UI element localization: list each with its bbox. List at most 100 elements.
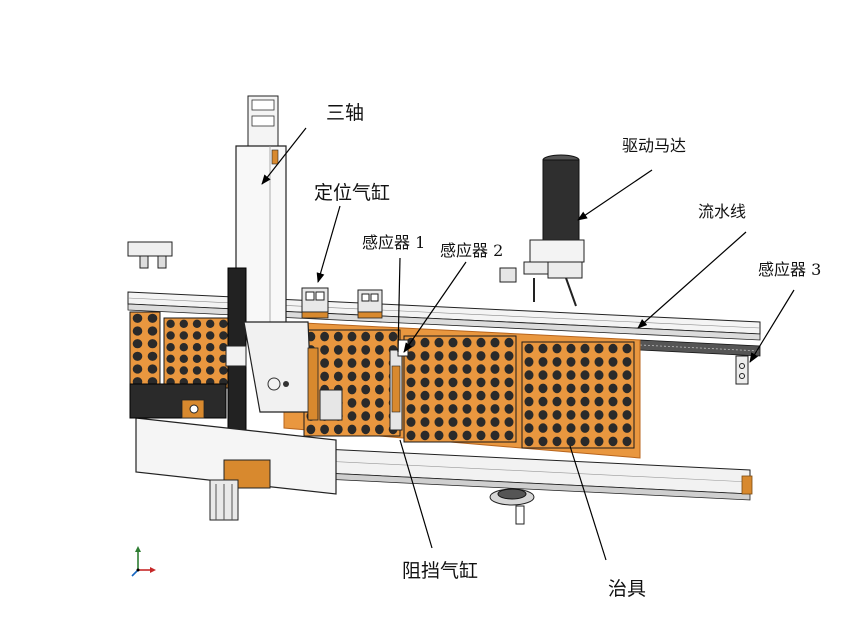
label-three-axis: 三轴 bbox=[326, 102, 365, 124]
socket bbox=[333, 331, 343, 342]
socket bbox=[192, 343, 202, 352]
socket bbox=[490, 364, 500, 374]
socket bbox=[462, 430, 472, 441]
leader-sensor-1 bbox=[397, 257, 401, 353]
lower-disc bbox=[489, 488, 535, 525]
socket bbox=[375, 424, 384, 435]
socket bbox=[347, 358, 357, 368]
socket bbox=[434, 351, 444, 361]
socket bbox=[462, 390, 472, 401]
front-carriage bbox=[135, 417, 337, 521]
leader-sensor-2 bbox=[403, 261, 467, 353]
socket bbox=[462, 364, 472, 374]
socket bbox=[448, 351, 458, 361]
socket bbox=[166, 319, 175, 328]
socket bbox=[594, 357, 604, 367]
socket bbox=[420, 430, 430, 441]
socket bbox=[434, 404, 444, 414]
fixture-plate-3 bbox=[521, 341, 635, 449]
socket bbox=[206, 343, 215, 352]
socket bbox=[320, 424, 329, 435]
socket bbox=[206, 366, 215, 375]
socket bbox=[333, 358, 343, 368]
positioning-cylinder-left bbox=[301, 287, 329, 319]
socket bbox=[594, 383, 604, 394]
socket bbox=[538, 383, 548, 394]
label-conveyor-line: 流水线 bbox=[698, 202, 747, 221]
socket bbox=[580, 343, 590, 354]
socket bbox=[566, 343, 576, 354]
label-sensor-1: 感应器 1 bbox=[362, 233, 426, 252]
socket bbox=[462, 377, 472, 388]
socket bbox=[448, 364, 458, 374]
socket bbox=[538, 436, 548, 447]
leader-positioning-cylinder bbox=[316, 205, 341, 283]
socket bbox=[320, 371, 329, 382]
socket bbox=[504, 337, 514, 348]
socket bbox=[361, 411, 371, 421]
socket bbox=[476, 430, 486, 441]
socket bbox=[622, 343, 632, 354]
leader-conveyor-line bbox=[637, 231, 747, 329]
fixture-group bbox=[129, 311, 641, 459]
socket bbox=[622, 383, 632, 394]
socket bbox=[580, 436, 590, 447]
socket bbox=[538, 357, 548, 367]
socket bbox=[420, 390, 430, 401]
socket bbox=[504, 404, 514, 414]
leader-lines bbox=[261, 127, 795, 561]
socket bbox=[406, 417, 416, 427]
socket bbox=[192, 319, 202, 328]
socket bbox=[347, 331, 357, 342]
socket bbox=[594, 343, 604, 354]
socket bbox=[490, 404, 500, 414]
socket bbox=[306, 424, 316, 435]
socket bbox=[504, 430, 514, 441]
socket bbox=[132, 364, 143, 374]
socket bbox=[476, 364, 486, 374]
socket bbox=[347, 398, 357, 408]
socket bbox=[524, 396, 534, 407]
socket bbox=[361, 398, 371, 408]
socket bbox=[347, 371, 357, 382]
socket bbox=[566, 357, 576, 367]
socket bbox=[524, 423, 534, 433]
socket bbox=[580, 383, 590, 394]
socket bbox=[580, 370, 590, 380]
socket bbox=[524, 436, 534, 447]
stop-cylinder bbox=[389, 339, 409, 431]
socket bbox=[476, 404, 486, 414]
socket bbox=[420, 404, 430, 414]
socket bbox=[361, 358, 371, 368]
socket bbox=[406, 430, 416, 441]
socket bbox=[406, 404, 416, 414]
socket bbox=[166, 343, 175, 352]
socket bbox=[375, 331, 384, 342]
socket bbox=[448, 337, 458, 348]
socket bbox=[552, 343, 562, 354]
socket bbox=[375, 398, 384, 408]
socket bbox=[538, 410, 548, 420]
socket bbox=[434, 377, 444, 388]
socket bbox=[566, 423, 576, 433]
socket bbox=[132, 339, 143, 349]
socket bbox=[504, 351, 514, 361]
socket bbox=[566, 370, 576, 380]
socket bbox=[361, 345, 371, 355]
socket bbox=[608, 357, 618, 367]
socket bbox=[375, 345, 384, 355]
socket bbox=[320, 345, 329, 355]
socket bbox=[580, 396, 590, 407]
socket bbox=[434, 390, 444, 401]
socket bbox=[490, 377, 500, 388]
socket bbox=[622, 436, 632, 447]
socket bbox=[622, 423, 632, 433]
left-dark-block bbox=[129, 383, 227, 419]
socket bbox=[580, 423, 590, 433]
socket bbox=[504, 390, 514, 401]
socket bbox=[375, 358, 384, 368]
socket bbox=[594, 436, 604, 447]
socket bbox=[490, 337, 500, 348]
socket bbox=[147, 326, 158, 336]
